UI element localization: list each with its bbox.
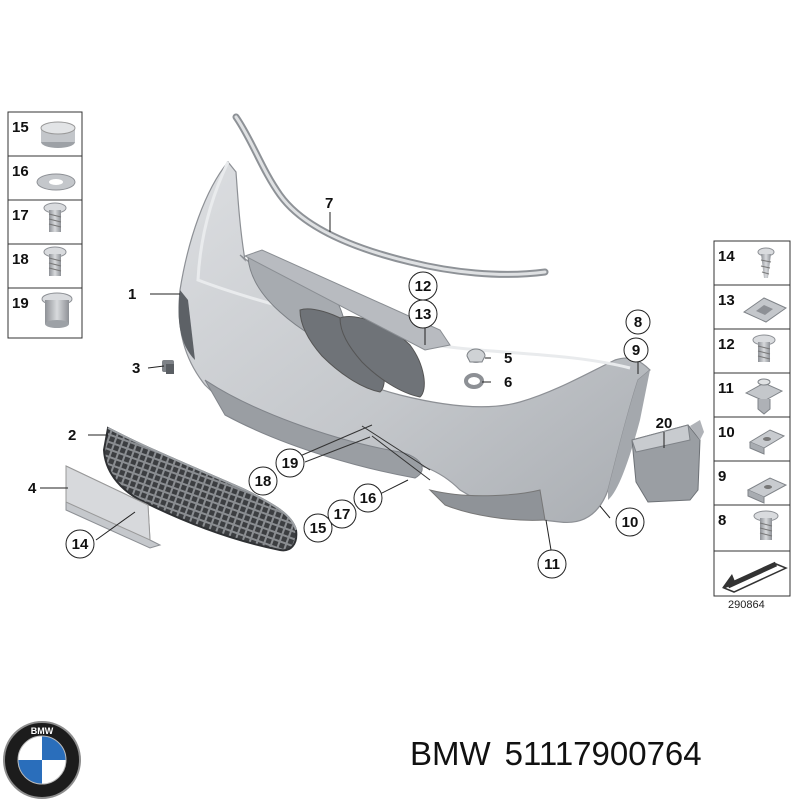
brand-name: BMW [410,735,491,772]
callout-circle-8: 8 [625,309,651,335]
leader-lines [40,212,665,551]
callout-7: 7 [325,195,333,212]
direction-arrow-icon [722,561,788,593]
callout-2: 2 [68,427,76,444]
callout-14: 14 [72,536,89,553]
bmw-logo-icon: BMW [3,721,81,799]
callout-5: 5 [504,350,512,367]
callout-circle-14: 14 [65,529,95,559]
callout-6: 6 [504,374,512,391]
callout-1: 1 [128,286,136,303]
left-legend: 15 16 17 18 19 [7,111,83,339]
mount-points [299,424,431,481]
callout-16: 16 [360,490,377,507]
callout-13: 13 [415,306,432,323]
washer-icon [36,173,76,191]
callout-15: 15 [310,520,327,537]
bracket-part [631,420,704,503]
callout-20: 20 [656,415,673,432]
legend-label-19: 19 [12,295,29,312]
legend-label-8: 8 [718,512,726,529]
part-number-line: BMW 51117900764 [410,735,716,773]
callout-circle-12: 12 [408,271,438,301]
callout-circle-16: 16 [353,483,383,513]
legend-label-16: 16 [12,163,29,180]
clip-part [162,360,174,374]
cap-part [466,348,486,363]
callout-18: 18 [255,473,272,490]
drawing-number: 290864 [728,599,765,611]
front-bumper-part [178,161,651,524]
callout-19: 19 [282,455,299,472]
right-legend: 14 13 12 11 10 9 8 [713,240,791,611]
legend-label-15: 15 [12,119,29,136]
screw-icon-2 [43,246,67,276]
callout-circle-9: 9 [623,337,649,363]
callout-3: 3 [132,360,140,377]
lower-grille-part [102,426,298,552]
hex-screw-icon [752,334,776,362]
grommet-icon [742,297,788,323]
legend-label-11: 11 [718,380,734,397]
callout-9: 9 [632,342,640,359]
tapping-screw-icon [757,247,775,278]
screw-icon [43,202,67,232]
callout-circle-17: 17 [327,499,357,529]
legend-label-13: 13 [718,292,735,309]
callout-8: 8 [634,314,642,331]
callout-12: 12 [415,278,432,295]
part-number: 51117900764 [504,735,702,772]
ring-part [464,373,484,389]
spacer-sleeve-icon [41,292,73,328]
legend-label-17: 17 [12,207,29,224]
callout-circle-19: 19 [275,448,305,478]
legend-label-14: 14 [718,248,735,265]
callout-circle-15: 15 [303,513,333,543]
callout-circle-10: 10 [615,507,645,537]
cap-plug-icon [40,121,76,148]
callouts: 1 2 3 4 5 6 7 8 9 10 11 12 13 [28,195,673,579]
callout-4: 4 [28,480,37,497]
expanding-nut-icon [744,378,784,415]
legend-label-9: 9 [718,468,726,485]
collar-screw-icon [753,510,779,540]
clip-nut-icon [748,429,786,455]
legend-label-12: 12 [718,336,735,353]
legend-label-10: 10 [718,424,735,441]
callout-circle-11: 11 [537,549,567,579]
logo-letters: BMW [31,726,54,736]
side-cover-part [65,465,162,549]
callout-11: 11 [544,556,560,573]
callout-circle-18: 18 [248,466,278,496]
callout-17: 17 [334,506,351,523]
callout-10: 10 [622,514,639,531]
callout-circle-13: 13 [408,299,438,329]
legend-label-18: 18 [12,251,29,268]
spring-nut-icon [746,477,788,504]
